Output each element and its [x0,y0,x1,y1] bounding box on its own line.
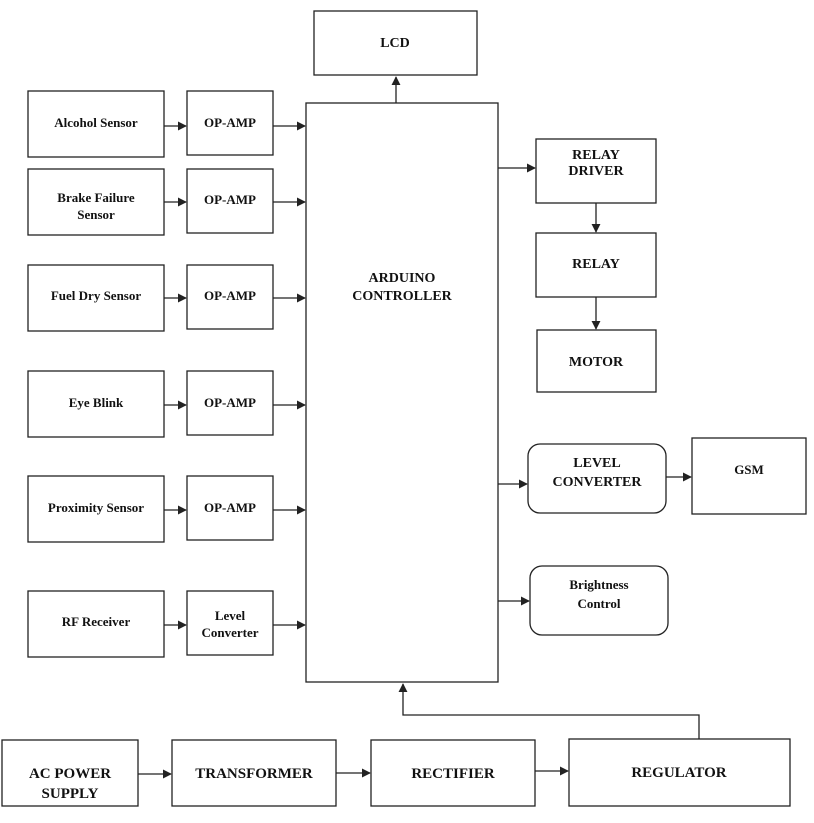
relay-driver-label-line2: DRIVER [568,164,624,179]
relay-driver-block: RELAY DRIVER [535,138,657,204]
ac-power-supply-block: AC POWER SUPPLY [1,739,139,807]
gsm-label: GSM [734,462,764,477]
brake-failure-label-line1: Brake Failure [57,190,135,205]
level-converter-label-line1: LEVEL [573,456,620,471]
brightness-control-block: Brightness Control [529,565,669,636]
arduino-label-line1: ARDUINO [369,271,436,286]
regulator-block: REGULATOR [568,738,791,807]
fuel-dry-sensor-block: Fuel Dry Sensor [27,264,165,332]
ac-power-supply-label-line2: SUPPLY [42,786,99,802]
op-amp-block: OP-AMP [186,90,274,156]
rf-level-converter-block: Level Converter [186,590,274,656]
regulator-label: REGULATOR [631,765,726,781]
rf-receiver-block: RF Receiver [27,590,165,658]
rectifier-label: RECTIFIER [411,766,495,782]
op-amp-block: OP-AMP [186,370,274,436]
op-amp-block: OP-AMP [186,264,274,330]
proximity-sensor-block: Proximity Sensor [27,475,165,543]
op-amp-label: OP-AMP [204,395,256,410]
arrow-regulator-to-arduino [398,683,700,739]
lcd-label: LCD [380,36,410,51]
alcohol-sensor-block: Alcohol Sensor [27,90,165,158]
eye-blink-label: Eye Blink [69,395,124,410]
transformer-label: TRANSFORMER [195,766,313,782]
gsm-block: GSM [691,437,807,515]
relay-driver-label-line1: RELAY [572,148,620,163]
relay-label: RELAY [572,257,620,272]
rectifier-block: RECTIFIER [370,739,536,807]
brightness-control-label-line2: Control [577,596,620,611]
op-amp-label: OP-AMP [204,288,256,303]
arduino-controller-block: ARDUINO CONTROLLER [305,102,499,683]
ac-power-supply-label-line1: AC POWER [29,766,111,782]
proximity-sensor-label: Proximity Sensor [48,500,144,515]
connectors [138,76,700,779]
transformer-block: TRANSFORMER [171,739,337,807]
motor-block: MOTOR [536,329,657,393]
brake-failure-sensor-block: Brake Failure Sensor [27,168,165,236]
rf-level-converter-line1: Level [215,608,246,623]
level-converter-label-line2: CONVERTER [553,475,643,490]
level-converter-block: LEVEL CONVERTER [527,443,667,514]
op-amp-label: OP-AMP [204,192,256,207]
op-amp-label: OP-AMP [204,500,256,515]
lcd-block: LCD [313,10,478,76]
op-amp-block: OP-AMP [186,168,274,234]
rf-receiver-label: RF Receiver [62,614,131,629]
eye-blink-block: Eye Blink [27,370,165,438]
motor-label: MOTOR [569,355,624,370]
rf-level-converter-line2: Converter [201,625,258,640]
arduino-label-line2: CONTROLLER [352,289,452,304]
brightness-control-label-line1: Brightness [569,577,628,592]
relay-block: RELAY [535,232,657,298]
alcohol-sensor-label: Alcohol Sensor [54,115,138,130]
op-amp-block: OP-AMP [186,475,274,541]
fuel-dry-sensor-label: Fuel Dry Sensor [51,288,142,303]
brake-failure-label-line2: Sensor [77,207,115,222]
op-amp-label: OP-AMP [204,115,256,130]
